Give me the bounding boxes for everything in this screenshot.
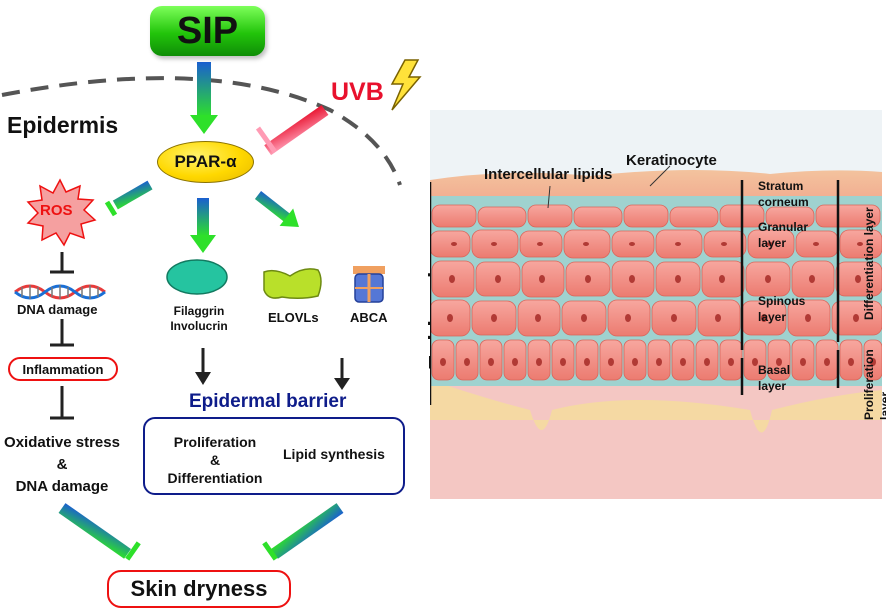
oxidative-stress-label: Oxidative stress & DNA damage [4,434,120,495]
differentiation-layer-label: Differentiation layer [862,207,876,320]
proliferation-differentiation-label: Proliferation & Differentiation [167,434,263,487]
inflammation-node: Inflammation [8,357,118,381]
ros-burst [26,178,97,247]
skin-illustration [430,110,882,499]
uvb-label: UVB [331,78,384,106]
dna-damage-label: DNA damage [17,302,98,317]
ros-label: ROS [40,202,73,219]
abca-label: ABCA [350,310,388,325]
keratinocyte-label: Keratinocyte [626,152,717,169]
sip-node: SIP [150,6,265,56]
ppar-alpha-node: PPAR-α [157,141,254,183]
spinous-layer-label: Spinous layer [758,294,806,324]
epidermal-barrier-title: Epidermal barrier [189,391,347,412]
epidermal-barrier-box [143,417,405,495]
proliferation-layer-label: Proliferation layer [862,349,886,420]
granular-layer-label: Granular layer [758,220,809,250]
cell-rows [430,204,882,381]
intercellular-lipids-label: Intercellular lipids [484,166,613,183]
abca-icon [353,266,385,303]
uvb-inhibition [264,105,329,156]
arrow-sip-ppar [197,62,211,117]
epidermis-label: Epidermis [7,112,119,138]
stratum-corneum-label: Stratum corneum [758,179,809,209]
lightning-icon [390,59,422,111]
filaggrin-label: Filaggrin Involucrin [170,304,228,333]
filaggrin-shape [166,259,228,295]
basal-layer-label: Basal layer [758,363,791,393]
epidermis-boundary [1,76,402,186]
elovls-label: ELOVLs [268,310,319,325]
dna-icon [14,284,106,300]
skin-dryness-node: Skin dryness [107,570,291,608]
elovls-shape [263,268,322,300]
lipid-synthesis-label: Lipid synthesis [283,446,385,462]
